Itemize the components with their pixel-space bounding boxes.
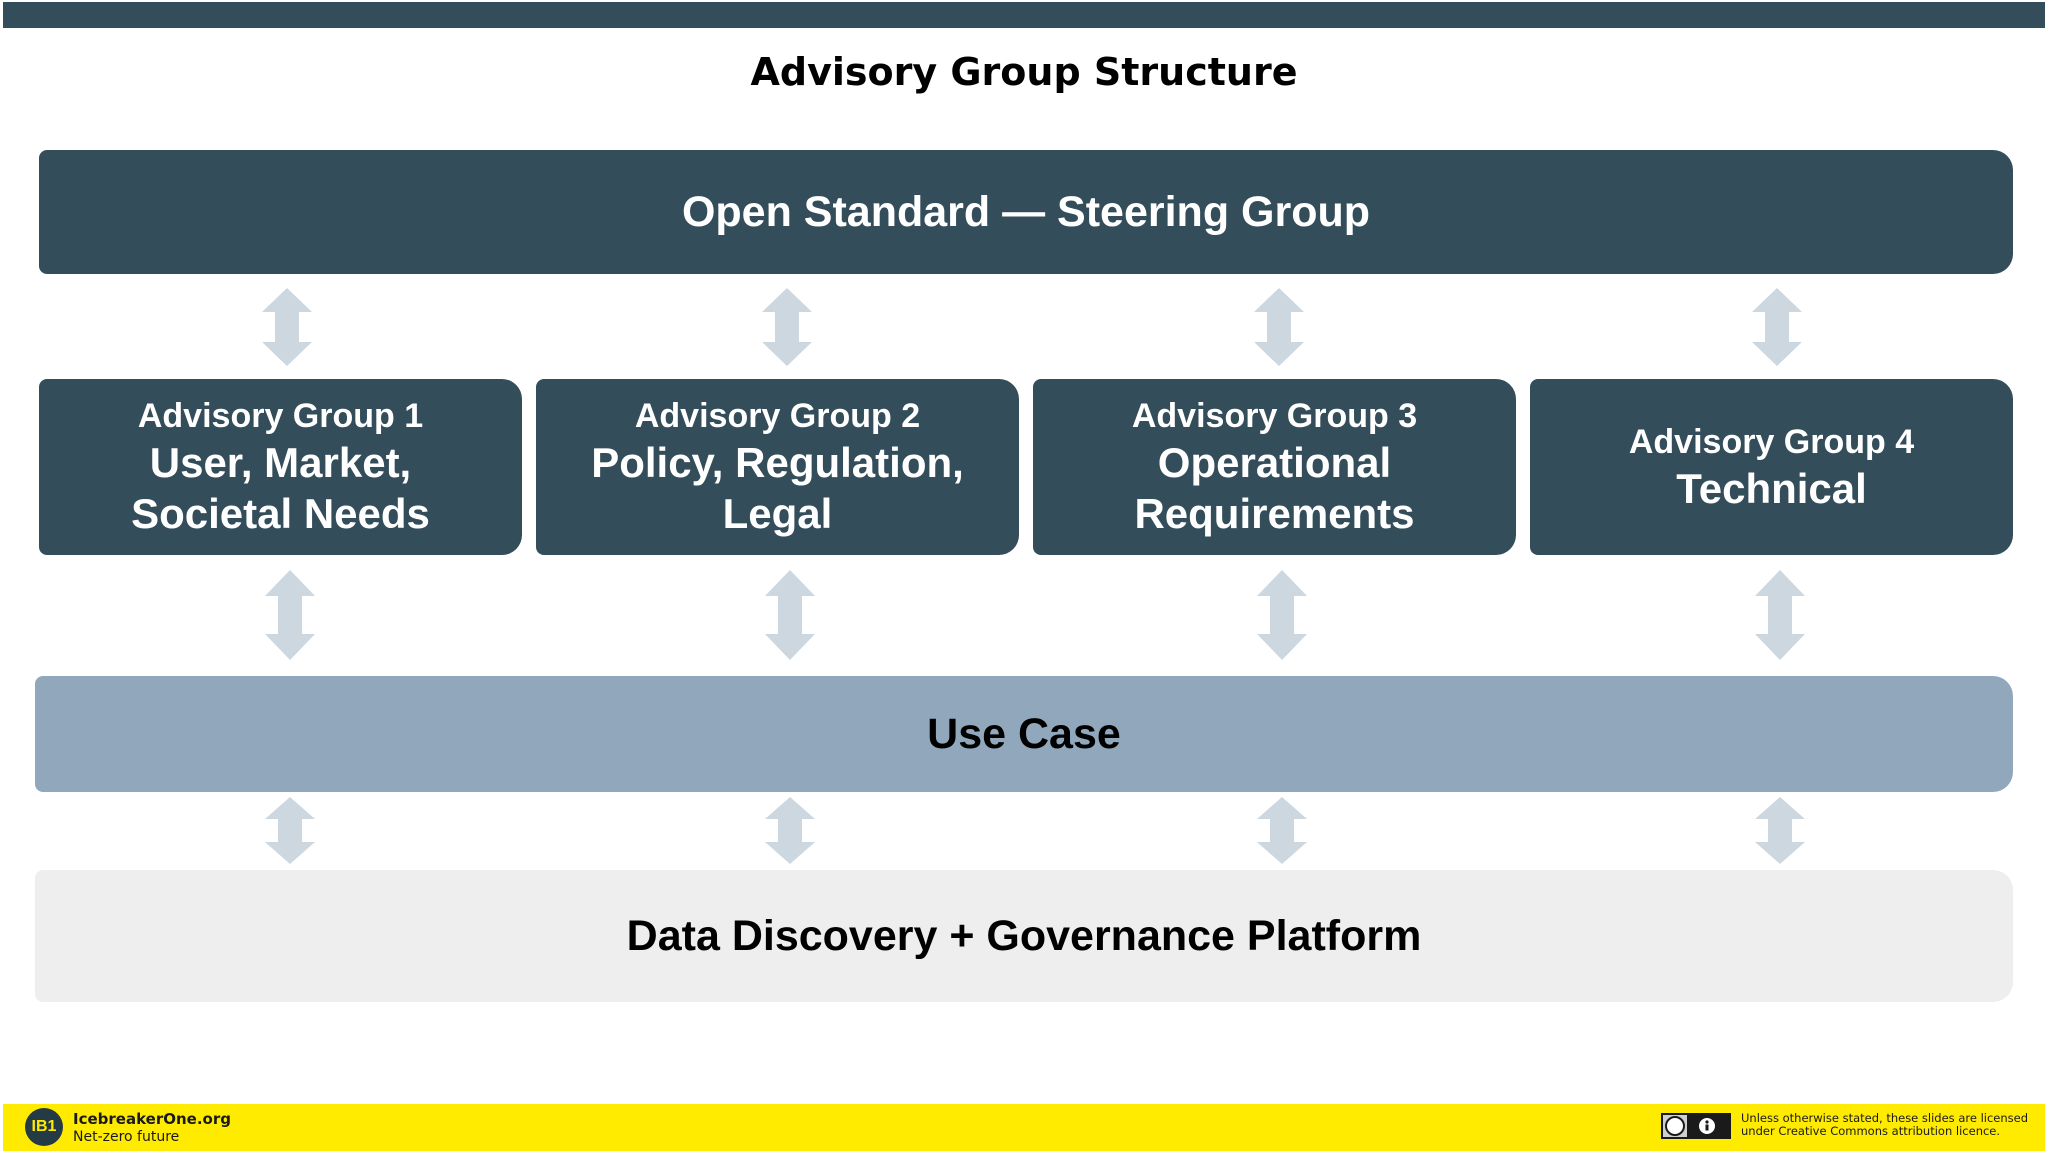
steering-group-box: Open Standard — Steering Group <box>39 150 2013 274</box>
advisory-group-4-box: Advisory Group 4 Technical <box>1530 379 2013 555</box>
double-arrow-icon <box>265 570 315 660</box>
advisory-group-description-line: Requirements <box>1134 490 1415 537</box>
advisory-group-description-line: Technical <box>1676 464 1867 512</box>
double-arrow-icon <box>1257 570 1307 660</box>
steering-group-label: Open Standard — Steering Group <box>681 187 1371 236</box>
advisory-group-number: Advisory Group 2 <box>634 397 921 435</box>
use-case-box: Use Case <box>35 676 2013 792</box>
cc-by-icon <box>1663 1115 1729 1137</box>
double-arrow-icon <box>262 288 312 366</box>
top-bar <box>3 2 2045 28</box>
use-case-label: Use Case <box>927 709 1121 758</box>
licence-text: Unless otherwise stated, these slides ar… <box>1741 1111 2029 1138</box>
advisory-group-description-line: Societal Needs <box>131 490 430 537</box>
advisory-group-description-line: Policy, Regulation, <box>591 439 964 486</box>
double-arrow-icon <box>1755 570 1805 660</box>
double-arrow-icon <box>265 797 315 864</box>
slide-title: Advisory Group Structure <box>750 50 1298 94</box>
double-arrow-icon <box>1254 288 1304 366</box>
platform-label: Data Discovery + Governance Platform <box>626 911 1422 960</box>
creative-commons-icon <box>1661 1113 1731 1139</box>
advisory-group-description-line: User, Market, <box>149 439 412 486</box>
double-arrow-icon <box>1752 288 1802 366</box>
advisory-group-description-line: Legal <box>722 490 833 537</box>
org-tagline: Net-zero future <box>73 1129 180 1145</box>
advisory-group-2-box: Advisory Group 2 Policy, Regulation, Leg… <box>536 379 1019 555</box>
advisory-group-number: Advisory Group 4 <box>1628 422 1915 461</box>
footer-bar: IB1 IcebreakerOne.org Net-zero future Un… <box>3 1104 2045 1151</box>
logo-text: IB1 <box>31 1118 57 1135</box>
advisory-group-number: Advisory Group 3 <box>1131 397 1418 435</box>
double-arrow-icon <box>762 288 812 366</box>
double-arrow-icon <box>765 570 815 660</box>
double-arrow-icon <box>1257 797 1307 864</box>
double-arrow-icon <box>1755 797 1805 864</box>
advisory-group-description-line: Operational <box>1157 439 1392 486</box>
advisory-group-number: Advisory Group 1 <box>137 397 424 435</box>
ib1-logo: IB1 <box>25 1108 63 1146</box>
platform-box: Data Discovery + Governance Platform <box>35 870 2013 1002</box>
advisory-group-3-box: Advisory Group 3 Operational Requirement… <box>1033 379 1516 555</box>
org-name: IcebreakerOne.org <box>73 1110 231 1128</box>
advisory-group-1-box: Advisory Group 1 User, Market, Societal … <box>39 379 522 555</box>
double-arrow-icon <box>765 797 815 864</box>
